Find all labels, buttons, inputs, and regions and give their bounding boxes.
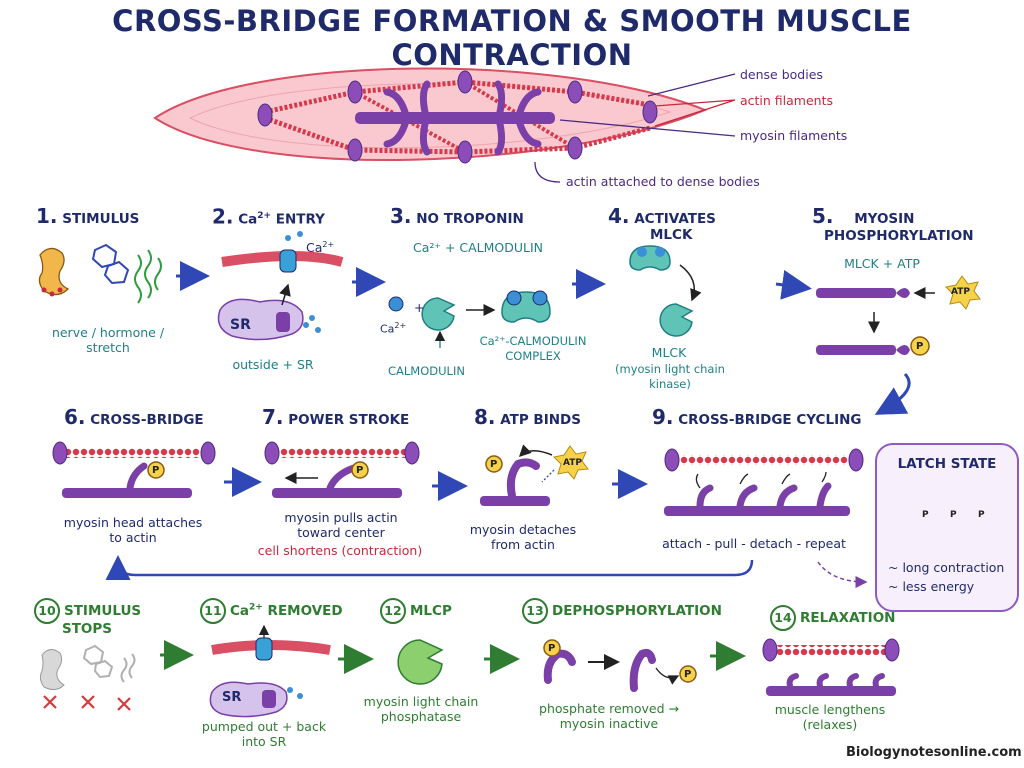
relaxation-illustration (762, 638, 900, 696)
cross-bridge-cycling-illustration (664, 448, 864, 516)
step-5-heading: 5. MYOSIN (812, 204, 915, 228)
latch-phosphate-2: P (950, 510, 957, 520)
step-6-heading: 6. CROSS-BRIDGE (64, 405, 204, 429)
step-5-subtitle: MLCK + ATP (844, 256, 920, 271)
power-stroke-illustration (264, 441, 420, 498)
step-7-note: cell shortens (contraction) (257, 543, 423, 558)
calcium-entry-illustration (217, 231, 344, 341)
step-14-caption: muscle lengthens(relaxes) (774, 702, 886, 732)
step-8-atp-label: ATP (563, 458, 583, 468)
step-13-caption: phosphate removed →myosin inactive (539, 701, 679, 731)
latch-point-1: ~ long contraction (888, 560, 1005, 575)
step-13-phosphate-2: P (684, 669, 692, 680)
step-4-heading: 4. ACTIVATES (608, 204, 716, 228)
latch-title: LATCH STATE (897, 456, 997, 472)
mlck-illustration (629, 245, 702, 337)
step-6-phosphate-label: P (152, 465, 160, 476)
step-9-caption: attach - pull - detach - repeat (662, 536, 846, 551)
step-8-heading: 8. ATP BINDS (474, 405, 581, 429)
step-7-phosphate-label: P (356, 465, 364, 476)
myosin-phosphorylation-illustration (816, 275, 981, 415)
step-9-heading: 9. CROSS-BRIDGE CYCLING (652, 405, 862, 429)
step-8-phosphate-label: P (490, 459, 498, 470)
stimulus-stops-illustration (39, 644, 136, 711)
step-3-subtitle: Ca²⁺ + CALMODULIN (412, 240, 544, 255)
step-10-heading-line2: STOPS (62, 621, 113, 637)
step-1-heading: 1. STIMULUS (36, 204, 140, 228)
latch-phosphate-1: P (922, 510, 929, 520)
sr-label-2: SR (222, 690, 242, 705)
step-2-heading: 2. Ca2+ ENTRY (212, 204, 325, 229)
footer-credit: Biologynotesonline.com (846, 745, 1022, 760)
step-4-heading-line2: MLCK (650, 227, 693, 243)
step-3-ion-label: Ca2+ (380, 321, 407, 336)
step-7-heading: 7. POWER STROKE (262, 405, 410, 429)
latch-point-2: ~ less energy (888, 579, 975, 594)
sr-label: SR (230, 317, 251, 333)
dephosphorylation-illustration (543, 639, 697, 692)
step-2-ion-label: Ca2+ (306, 240, 335, 256)
smooth-muscle-cell (153, 67, 736, 183)
calmodulin-illustration (388, 290, 551, 348)
step-5-atp-label: ATP (951, 287, 971, 297)
step-3-plus: + (414, 300, 425, 315)
step-13-phosphate-1: P (548, 643, 556, 654)
page-title: CROSS-BRIDGE FORMATION & SMOOTH MUSCLE C… (112, 4, 912, 72)
label-myosin-filaments: myosin filaments (740, 128, 848, 143)
step-2-caption: outside + SR (232, 357, 314, 372)
label-actin-filaments: actin filaments (740, 93, 834, 108)
latch-state-box (875, 443, 1019, 612)
step-5-phosphate-label: P (916, 341, 924, 352)
step-5-heading-line2: PHOSPHORYLATION (824, 228, 974, 244)
stimulus-icons (38, 243, 162, 304)
atp-binds-illustration (480, 444, 589, 506)
mlcp-illustration (397, 639, 444, 685)
label-dense-bodies: dense bodies (740, 67, 823, 82)
step-1-caption: nerve / hormone /stretch (51, 325, 165, 355)
step-3-calmodulin-label: CALMODULIN (388, 364, 465, 378)
step-4-label: MLCK (651, 345, 687, 360)
label-actin-attached: actin attached to dense bodies (566, 174, 760, 189)
latch-phosphate-3: P (978, 510, 985, 520)
cross-bridge-illustration (52, 441, 216, 498)
step-3-heading: 3. NO TROPONIN (390, 204, 524, 228)
calcium-removed-illustration (209, 624, 331, 718)
